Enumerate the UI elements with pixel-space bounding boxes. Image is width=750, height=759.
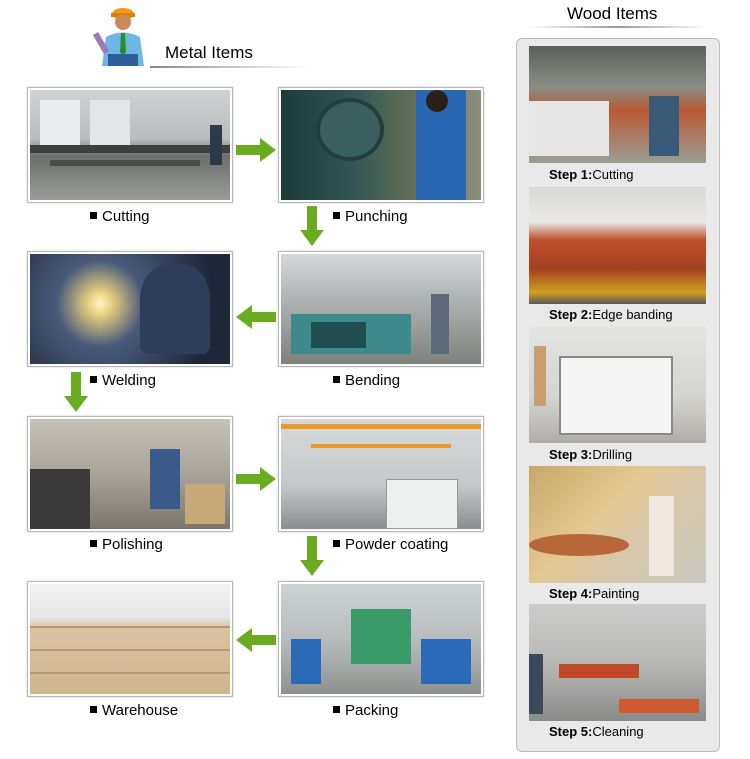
wood-photo-cutting <box>529 46 706 163</box>
arrow-down-icon <box>300 206 324 246</box>
wood-title-underline <box>528 26 708 28</box>
caption-welding: Welding <box>90 372 156 389</box>
wood-step-2: Step 2:Edge banding <box>549 307 673 322</box>
metal-photo-cutting <box>27 87 233 203</box>
metal-items-title: Metal Items <box>165 43 253 62</box>
caption-packing: Packing <box>333 702 398 719</box>
metal-title-underline <box>150 66 310 68</box>
wood-step-3: Step 3:Drilling <box>549 447 633 462</box>
wood-photo-painting <box>529 466 706 583</box>
caption-cutting: Cutting <box>90 208 150 225</box>
arrow-right-icon <box>236 467 276 491</box>
worker-mascot-icon <box>92 8 144 66</box>
wood-photo-edge-banding <box>529 187 706 304</box>
wood-step-4: Step 4:Painting <box>549 586 640 601</box>
arrow-down-icon <box>64 372 88 412</box>
wood-step-1: Step 1:Cutting <box>549 167 634 182</box>
wood-step-5: Step 5:Cleaning <box>549 724 644 739</box>
caption-polishing: Polishing <box>90 536 163 553</box>
metal-photo-bending <box>278 251 484 367</box>
arrow-left-icon <box>236 305 276 329</box>
caption-bending: Bending <box>333 372 400 389</box>
metal-photo-packing <box>278 581 484 697</box>
wood-items-title: Wood Items <box>567 4 658 23</box>
arrow-left-icon <box>236 628 276 652</box>
metal-photo-polishing <box>27 416 233 532</box>
arrow-right-icon <box>236 138 276 162</box>
arrow-down-icon <box>300 536 324 576</box>
wood-photo-cleaning <box>529 604 706 721</box>
metal-photo-powder-coating <box>278 416 484 532</box>
wood-photo-drilling <box>529 326 706 443</box>
metal-photo-punching <box>278 87 484 203</box>
metal-photo-welding <box>27 251 233 367</box>
caption-powder-coating: Powder coating <box>333 536 448 553</box>
metal-photo-warehouse <box>27 581 233 697</box>
caption-punching: Punching <box>333 208 408 225</box>
caption-warehouse: Warehouse <box>90 702 178 719</box>
